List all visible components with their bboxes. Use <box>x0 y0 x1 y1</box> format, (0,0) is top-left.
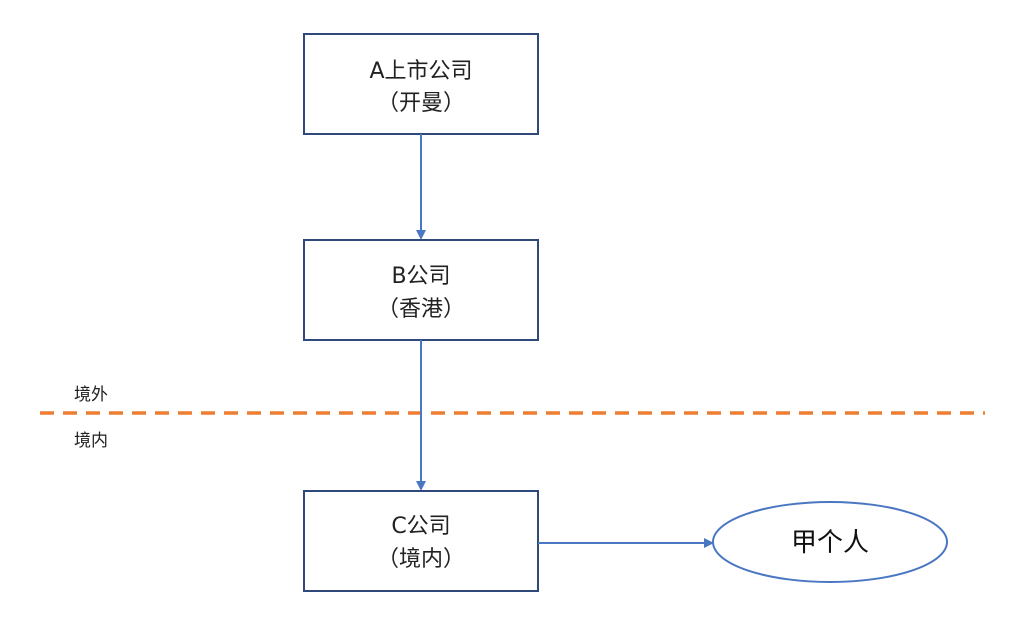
node-c-line2: （境内） <box>377 547 465 572</box>
node-b-company: B公司 （香港） <box>303 239 539 341</box>
node-b-line2: （香港） <box>377 297 465 322</box>
onshore-label: 境内 <box>74 431 108 451</box>
node-c-company: C公司 （境内） <box>303 490 539 592</box>
node-b-line1: B公司 <box>391 264 450 289</box>
node-a-listed-company: A上市公司 （开曼） <box>303 33 539 135</box>
offshore-label: 境外 <box>74 385 108 405</box>
node-a-line2: （开曼） <box>377 91 465 116</box>
node-a-line1: A上市公司 <box>369 59 472 84</box>
node-person: 甲个人 <box>712 501 948 583</box>
person-label: 甲个人 <box>791 528 869 558</box>
node-c-line1: C公司 <box>391 514 450 539</box>
